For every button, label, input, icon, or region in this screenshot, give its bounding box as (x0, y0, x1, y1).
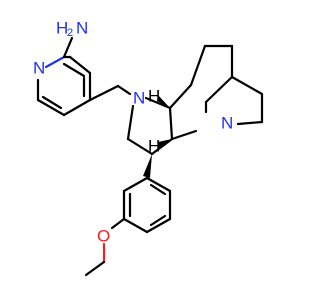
stereo-h-label: H (148, 137, 160, 156)
bond (204, 75, 234, 104)
methoxyphenyl-ring (84, 176, 172, 277)
amine-subscript-label: 2 (67, 27, 73, 39)
double-bond (149, 183, 167, 196)
bond (88, 84, 120, 102)
quinuclidine-cage (168, 44, 264, 141)
bond (84, 260, 106, 277)
bond (189, 44, 207, 87)
bond (36, 98, 66, 117)
bond (122, 217, 149, 234)
double-bond (41, 95, 63, 110)
bond (110, 217, 126, 230)
bond (150, 137, 174, 156)
bond (126, 137, 154, 156)
bond (62, 36, 74, 59)
bond (145, 217, 172, 234)
structure-svg: H 2 N N N N O H H (33, 19, 264, 277)
pyridine-n-label: N (33, 59, 45, 78)
stereo-wedge (158, 139, 172, 148)
stereo-wedge (143, 154, 152, 178)
amine-h-label: H (56, 19, 68, 38)
amine-n-label: N (76, 19, 88, 38)
bond (168, 83, 193, 110)
bond (62, 98, 92, 117)
pyrrolidine-n-label: N (133, 89, 145, 108)
bond (44, 55, 66, 69)
bond (122, 176, 149, 193)
bond (230, 75, 264, 96)
bond (68, 55, 92, 75)
bond (168, 106, 174, 141)
stereo-h-label: H (148, 87, 160, 106)
bond (116, 84, 132, 96)
double-bond (62, 62, 86, 78)
bond (145, 176, 172, 193)
bond (236, 120, 264, 126)
double-bond (149, 214, 167, 227)
bond (170, 129, 198, 141)
pyridine-ring (36, 36, 92, 117)
pyrrolidine-ring (126, 96, 174, 156)
bond (144, 96, 172, 110)
bridgehead-n-label: N (221, 114, 233, 133)
stereo-wedge (157, 95, 170, 108)
bond (126, 104, 135, 141)
methoxy-o-label: O (97, 227, 110, 246)
molecule-diagram: H 2 N N N N O H H (33, 19, 264, 277)
